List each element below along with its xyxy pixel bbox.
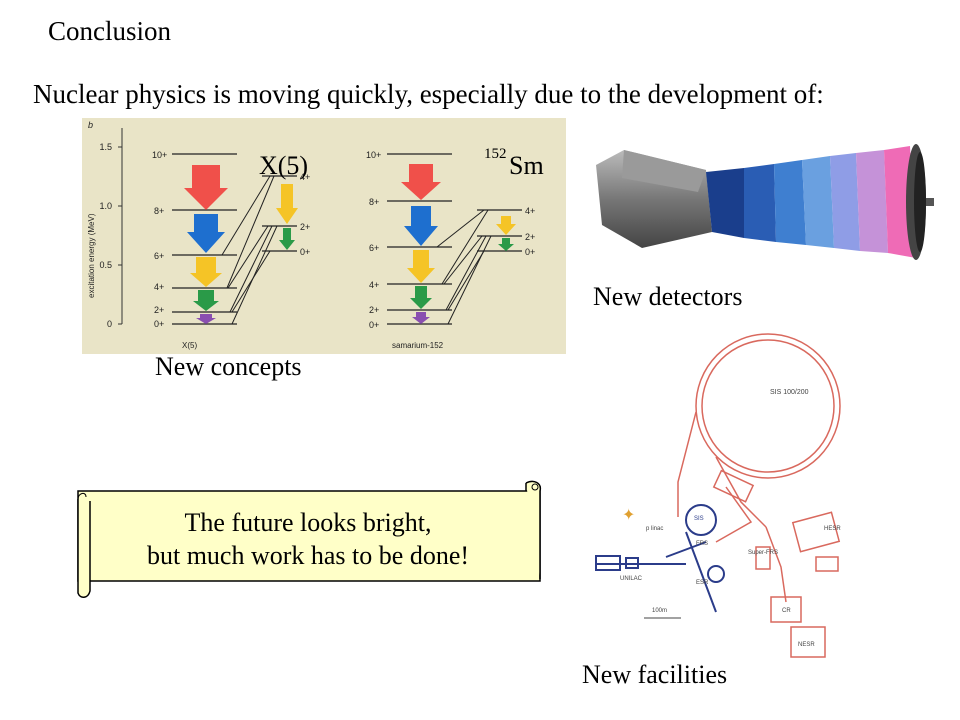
label-sis100: SIS 100/200 — [770, 389, 809, 396]
sm-element-symbol: Sm — [509, 151, 544, 180]
y-tick-1-0: 1.0 — [99, 201, 112, 211]
facility-map: SIS 100/200 SIS p linac FRS UNILAC ESR S… — [566, 332, 878, 662]
sm-arrow-blue — [404, 206, 438, 246]
y-tick-1-5: 1.5 — [99, 142, 112, 152]
sm-arrow-yellow — [407, 250, 435, 283]
x5-side-arrow-green — [279, 228, 295, 250]
x5-spin-10: 10+ — [152, 150, 167, 160]
sis100-ring — [695, 333, 841, 479]
detector-segment-2 — [744, 164, 776, 242]
sm-spin-0: 0+ — [369, 320, 379, 330]
label-hesr: HESR — [824, 526, 841, 532]
detector-segment-4 — [802, 156, 834, 248]
x5-side-spin-4: 4+ — [300, 172, 310, 182]
label-scale: 100m — [652, 608, 667, 614]
nesr-ring — [790, 626, 826, 658]
label-sis: SIS — [694, 516, 704, 522]
detector-segment-3 — [774, 160, 806, 245]
detector-figure — [594, 120, 934, 290]
label-p-linac: p linac — [646, 526, 663, 532]
label-unilac: UNILAC — [620, 576, 643, 582]
x5-arrow-blue — [187, 214, 225, 253]
x5-footer: X(5) — [182, 341, 197, 350]
label-nesr: NESR — [798, 642, 815, 648]
label-frs: FRS — [696, 541, 708, 547]
scroll-shape — [77, 480, 542, 598]
caption-new-detectors: New detectors — [593, 282, 743, 311]
x5-side-spin-2: 2+ — [300, 222, 310, 232]
sm-side-arrow-green — [498, 238, 514, 251]
sm-arrow-red — [401, 164, 441, 200]
sm-spin-8: 8+ — [369, 197, 379, 207]
y-tick-0: 0 — [107, 319, 112, 329]
sm-spin-2: 2+ — [369, 305, 379, 315]
sm-spin-4: 4+ — [369, 280, 379, 290]
sm-side-spin-0: 0+ — [525, 247, 535, 257]
sm-spin-6: 6+ — [369, 243, 379, 253]
x5-arrow-purple — [196, 314, 216, 324]
sparkle-icon: ✦ — [622, 507, 635, 524]
x5-spin-6: 6+ — [154, 251, 164, 261]
label-esr: ESR — [696, 580, 709, 586]
caption-new-facilities: New facilities — [582, 660, 728, 689]
y-tick-0-5: 0.5 — [99, 260, 112, 270]
intro-text: Nuclear physics is moving quickly, espec… — [33, 79, 824, 109]
caption-new-concepts: New concepts — [155, 352, 302, 381]
sm-arrow-green — [410, 286, 432, 309]
sm152-scheme: 10+ 8+ 6+ 4+ 2+ 0+ 4+ 2+ 0+ — [366, 150, 535, 350]
level-scheme-figure: b 0 0.5 1.0 1.5 excitation energy (MeV) … — [82, 118, 566, 354]
detector-segment-1 — [706, 168, 744, 238]
x5-side-spin-0: 0+ — [300, 247, 310, 257]
scroll-line-2: but much work has to be done! — [146, 541, 470, 570]
detector-svg — [596, 144, 934, 260]
label-cr: CR — [782, 608, 791, 614]
cr-ring — [770, 596, 802, 623]
detector-segment-6 — [856, 150, 888, 253]
x5-scheme: 10+ 8+ 6+ 4+ 2+ 0+ 4+ 2+ 0+ — [152, 150, 310, 350]
x5-spin-2: 2+ — [154, 305, 164, 315]
scroll-banner: The future looks bright, but much work h… — [68, 475, 548, 600]
label-super-frs: Super-FRS — [748, 550, 778, 556]
x5-spin-8: 8+ — [154, 206, 164, 216]
x5-arrow-red — [184, 165, 228, 210]
detector-segment-5 — [830, 153, 860, 251]
sm-side-arrow-yellow — [496, 216, 516, 235]
sm-mass-number: 152 — [484, 146, 507, 162]
x5-spin-4: 4+ — [154, 282, 164, 292]
sm-side-spin-4: 4+ — [525, 206, 535, 216]
axis-letter: b — [88, 120, 93, 130]
scroll-line-1: The future looks bright, — [184, 508, 432, 537]
slide-title: Conclusion — [48, 16, 172, 46]
sm-side-spin-2: 2+ — [525, 232, 535, 242]
facility-svg: SIS 100/200 SIS p linac FRS UNILAC ESR S… — [595, 333, 841, 658]
sm-footer: samarium-152 — [392, 341, 444, 350]
existing-facility — [595, 504, 725, 613]
axis-label: excitation energy (MeV) — [87, 213, 96, 298]
x5-label: X(5) — [259, 151, 308, 180]
sm-spin-10: 10+ — [366, 150, 381, 160]
sm-arrow-purple — [412, 312, 430, 324]
level-scheme-svg: b 0 0.5 1.0 1.5 excitation energy (MeV) … — [87, 120, 544, 350]
x5-arrow-green — [193, 290, 219, 311]
x5-side-arrow-yellow — [276, 184, 298, 224]
hesr-ring — [791, 511, 841, 553]
x5-spin-0: 0+ — [154, 319, 164, 329]
x5-arrow-yellow — [190, 257, 222, 287]
